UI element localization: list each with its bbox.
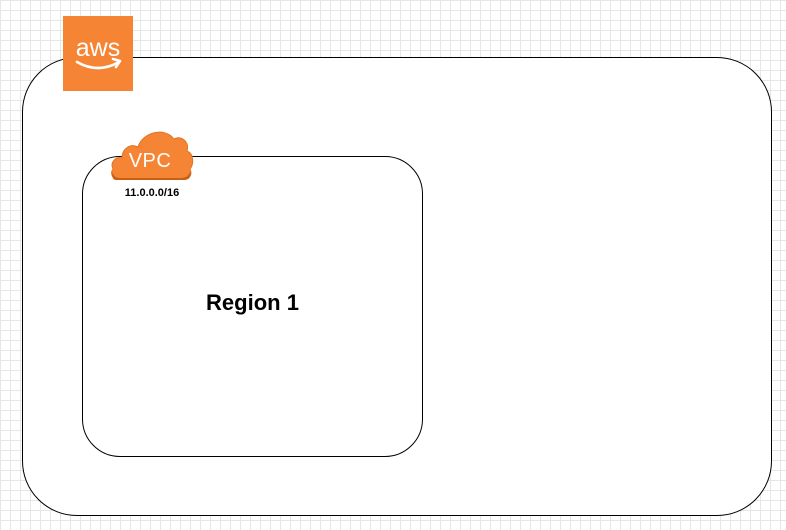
vpc-label: VPC: [128, 150, 172, 172]
vpc-cidr-label: 11.0.0.0/16: [124, 187, 180, 199]
vpc-cloud-icon: [110, 127, 194, 185]
region-container: [82, 156, 423, 457]
aws-logo-icon: aws: [63, 16, 133, 91]
svg-text:aws: aws: [76, 34, 120, 62]
region-label: Region 1: [206, 290, 299, 315]
